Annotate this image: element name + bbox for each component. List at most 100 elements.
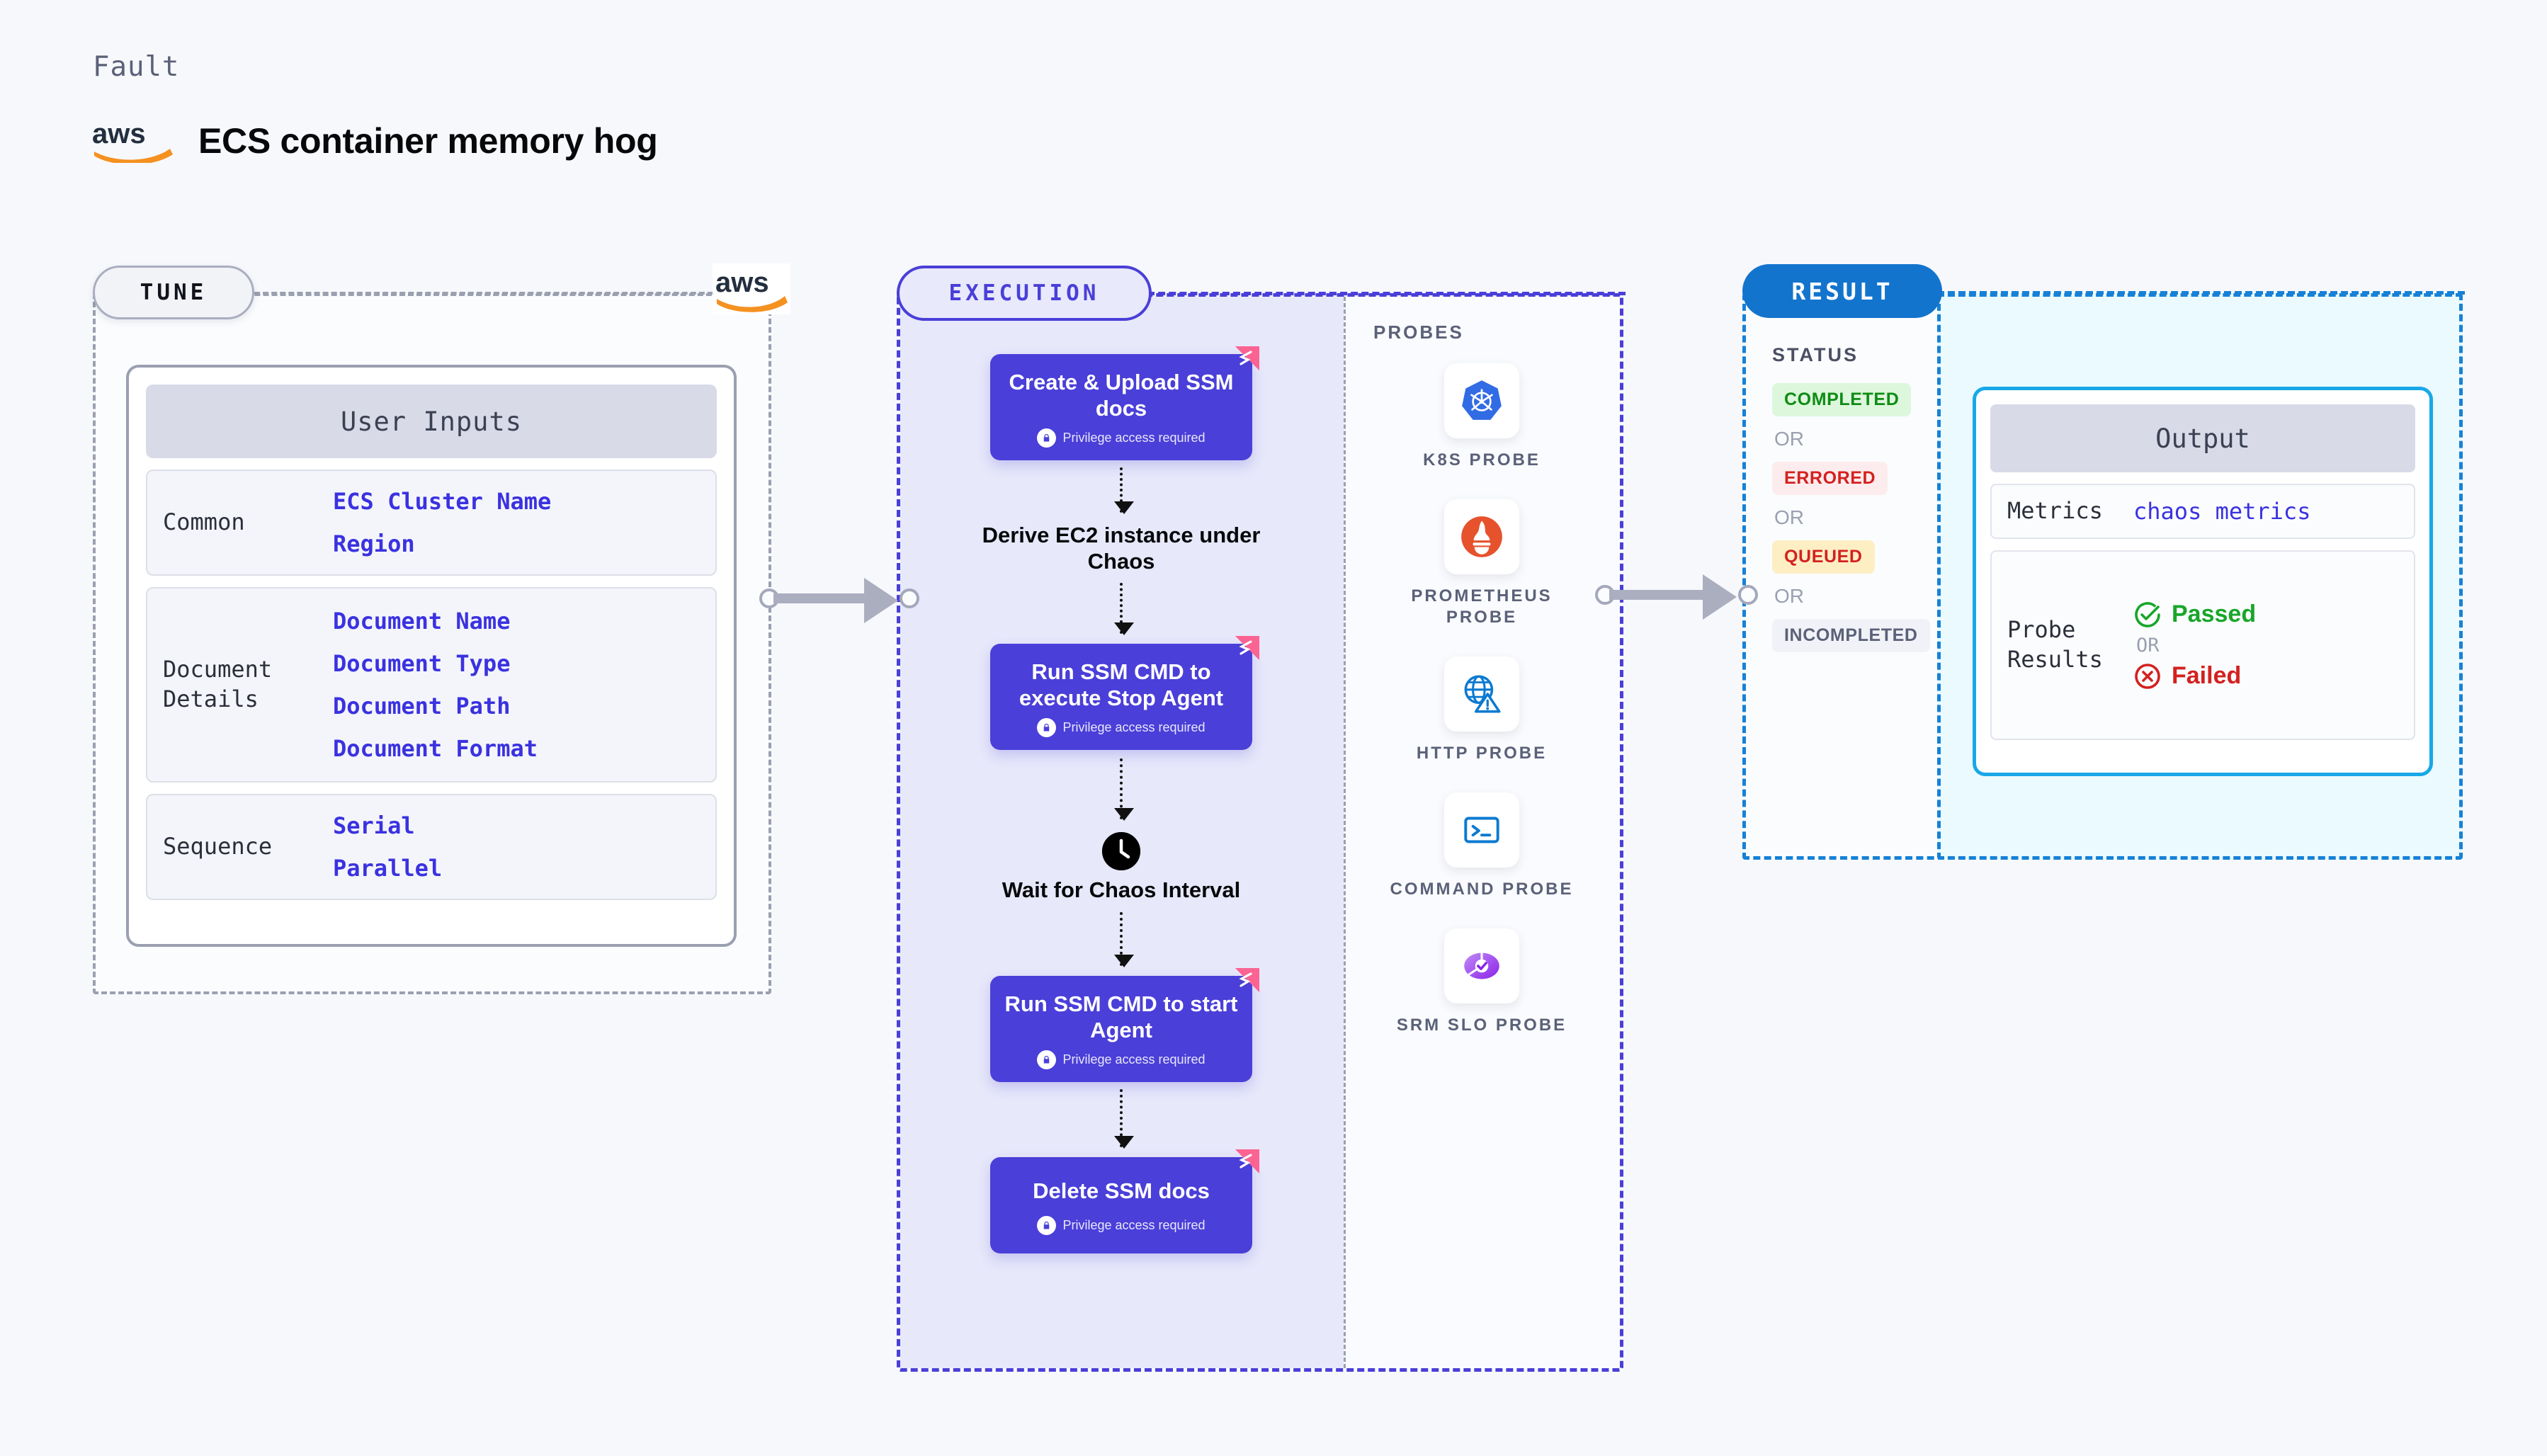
probe-item-command[interactable]: COMMAND PROBE — [1390, 792, 1574, 900]
flow-arrow — [1114, 912, 1134, 968]
flow-node-title: Create & Upload SSM docs — [1009, 370, 1234, 421]
execution-pill[interactable]: EXECUTION — [897, 266, 1152, 321]
svg-text:aws: aws — [92, 119, 146, 149]
or-label: OR — [1774, 428, 1804, 450]
status-badge: QUEUED — [1772, 540, 1875, 574]
execution-dash-connector — [1147, 292, 1626, 295]
aws-logo: aws — [91, 118, 177, 165]
result-pill[interactable]: RESULT — [1742, 264, 1942, 318]
privilege-note: Privilege access required — [1003, 718, 1240, 738]
output-card: Output Metrics chaos metrics Probe Resul… — [1973, 387, 2433, 776]
flow-node-title: Run SSM CMD to start Agent — [1004, 991, 1238, 1042]
check-circle-icon — [2133, 601, 2162, 629]
probe-item-prometheus[interactable]: PROMETHEUS PROBE — [1390, 499, 1574, 628]
page-title: ECS container memory hog — [198, 121, 658, 161]
chaos-badge-icon — [1231, 632, 1264, 664]
lock-icon — [1037, 1215, 1057, 1235]
status-badge: COMPLETED — [1772, 383, 1912, 416]
page-kicker: Fault — [93, 51, 180, 83]
probe-result-passed: Passed — [2133, 601, 2256, 629]
chaos-badge-icon — [1231, 342, 1264, 375]
flow-node-title: Delete SSM docs — [1033, 1178, 1210, 1204]
connector-arrowhead — [1703, 574, 1737, 620]
connector-line — [773, 593, 866, 603]
output-metrics-value[interactable]: chaos metrics — [2133, 498, 2311, 525]
output-metrics-label: Metrics — [2007, 497, 2103, 525]
probe-result-failed: Failed — [2133, 662, 2256, 690]
privilege-note: Privilege access required — [1003, 1050, 1240, 1070]
flow-wait-for-chaos-interval: Wait for Chaos Interval — [955, 832, 1288, 904]
privilege-note: Privilege access required — [1003, 1215, 1240, 1235]
terminal-icon — [1444, 792, 1519, 868]
flow-node-title: Run SSM CMD to execute Stop Agent — [1019, 659, 1224, 710]
output-probe-results-row: Probe Results Passed OR — [1990, 550, 2415, 740]
flow-node-run-ssm-start-agent[interactable]: Run SSM CMD to start Agent Privilege acc… — [990, 968, 1259, 1083]
http-globe-icon — [1444, 656, 1519, 732]
probe-label: COMMAND PROBE — [1390, 880, 1574, 899]
connector-line — [1609, 590, 1704, 600]
flow-arrow — [1114, 758, 1134, 821]
flow-node-create-upload-ssm-docs[interactable]: Create & Upload SSM docs Privilege acces… — [990, 346, 1259, 461]
tune-value[interactable]: Document Name — [333, 608, 511, 635]
x-circle-icon — [2133, 662, 2162, 690]
tune-value[interactable]: Serial — [333, 812, 415, 839]
tune-value[interactable]: Document Type — [333, 650, 511, 677]
kubernetes-icon — [1444, 363, 1519, 438]
or-label: OR — [2136, 634, 2160, 656]
tune-value[interactable]: ECS Cluster Name — [333, 488, 552, 515]
probe-label: K8S PROBE — [1423, 450, 1541, 470]
flow-arrow — [1114, 467, 1134, 515]
lock-icon — [1037, 428, 1057, 448]
privilege-note: Privilege access required — [1003, 428, 1240, 448]
tune-section-sequence: Sequence Serial Parallel — [146, 794, 717, 900]
privilege-note-text: Privilege access required — [1062, 720, 1206, 735]
connector-tune-to-execution — [759, 574, 919, 623]
tune-value[interactable]: Parallel — [333, 855, 443, 882]
probes-divider — [1344, 297, 1620, 1368]
probes-title: PROBES — [1373, 322, 1464, 343]
tune-value[interactable]: Document Format — [333, 735, 538, 762]
tune-dash-connector — [254, 292, 722, 295]
result-dash-connector — [1937, 291, 2465, 295]
flow-node-delete-ssm-docs[interactable]: Delete SSM docs Privilege access require… — [990, 1149, 1259, 1253]
probe-label: HTTP PROBE — [1416, 744, 1548, 763]
chaos-badge-icon — [1231, 964, 1264, 996]
lock-icon — [1037, 1050, 1057, 1070]
probe-label: SRM SLO PROBE — [1396, 1016, 1567, 1035]
flow-arrow — [1114, 583, 1134, 636]
flow-node-run-ssm-stop-agent[interactable]: Run SSM CMD to execute Stop Agent Privil… — [990, 636, 1259, 751]
user-inputs-title: User Inputs — [146, 385, 717, 458]
clock-icon — [1102, 832, 1140, 871]
output-metrics-row: Metrics chaos metrics — [1990, 484, 2415, 539]
tune-pill[interactable]: TUNE — [93, 266, 254, 319]
status-badge: ERRORED — [1772, 462, 1888, 495]
execution-flow: Create & Upload SSM docs Privilege acces… — [955, 346, 1288, 1253]
privilege-note-text: Privilege access required — [1062, 431, 1206, 445]
svg-text:aws: aws — [715, 267, 769, 298]
page-header: aws ECS container memory hog — [91, 118, 658, 165]
flow-arrow — [1114, 1089, 1134, 1149]
tune-section-values: Serial Parallel — [333, 812, 442, 882]
user-inputs-card: User Inputs Common ECS Cluster Name Regi… — [126, 365, 737, 947]
probe-item-http[interactable]: HTTP PROBE — [1390, 656, 1574, 764]
flow-text-derive-ec2-instance: Derive EC2 instance under Chaos — [982, 523, 1261, 574]
privilege-note-text: Privilege access required — [1062, 1217, 1206, 1232]
probe-item-srm-slo[interactable]: SRM SLO PROBE — [1390, 928, 1574, 1036]
tune-section-document-details: Document Details Document Name Document … — [146, 587, 717, 783]
flow-text-wait-title: Wait for Chaos Interval — [1002, 877, 1241, 903]
prometheus-icon — [1444, 499, 1519, 574]
output-title: Output — [1990, 404, 2415, 472]
connector-dot — [1738, 585, 1758, 605]
probes-panel: PROBES — [1344, 297, 1620, 1036]
connector-arrowhead — [864, 578, 898, 623]
probe-item-k8s[interactable]: K8S PROBE — [1390, 363, 1574, 471]
tune-value[interactable]: Document Path — [333, 693, 511, 720]
probe-label: PROMETHEUS PROBE — [1411, 586, 1553, 627]
connector-dot — [900, 588, 919, 608]
status-badge: INCOMPLETED — [1772, 619, 1930, 652]
tune-value[interactable]: Region — [333, 530, 415, 557]
tune-section-values: ECS Cluster Name Region — [333, 488, 551, 557]
status-column: STATUS COMPLETED OR ERRORED OR QUEUED OR… — [1742, 293, 1945, 652]
tune-section-label: Common — [163, 508, 245, 536]
